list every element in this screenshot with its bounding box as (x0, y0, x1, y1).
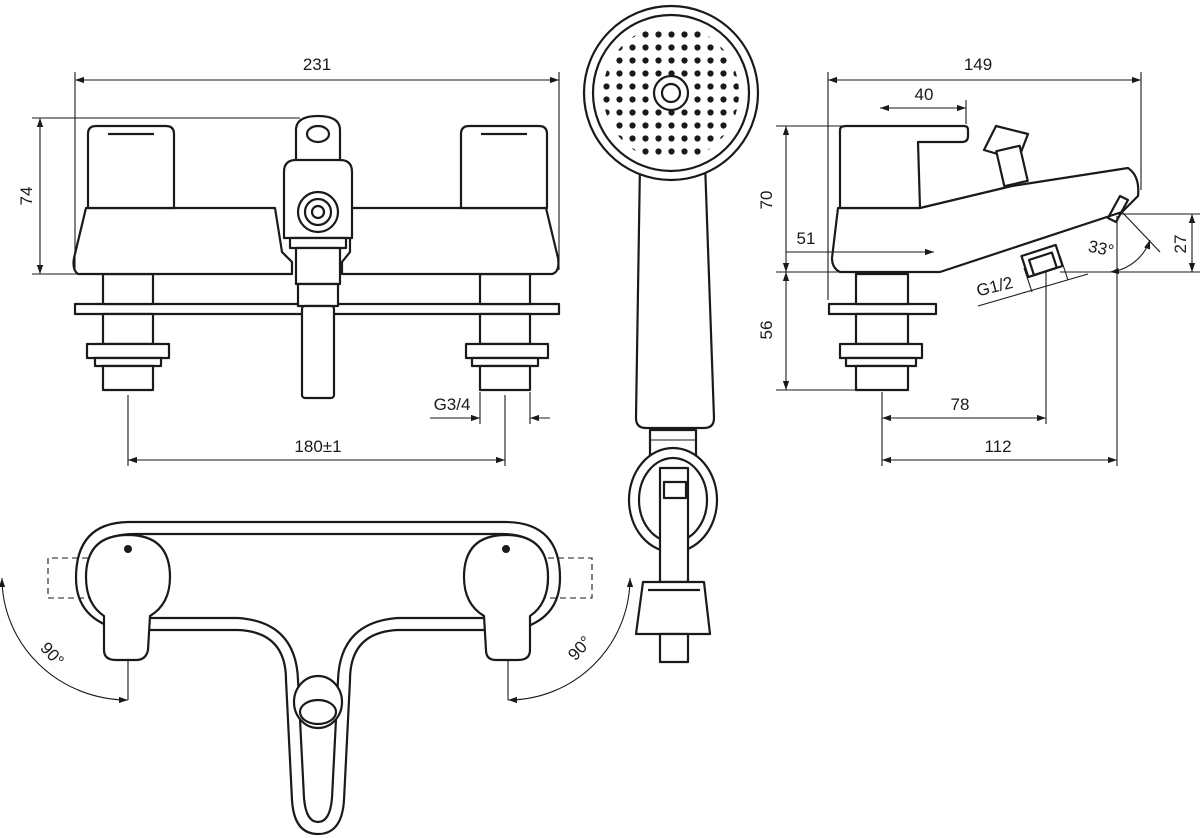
dim-149: 149 (964, 55, 992, 74)
front-view: 231 74 180±1 G3/4 (17, 55, 561, 466)
dim-g12: G1/2 (974, 273, 1014, 300)
dim-27: 27 (1171, 235, 1190, 254)
right-shank (478, 272, 532, 306)
dim-74: 74 (17, 187, 36, 206)
right-shank-lower (478, 312, 532, 346)
top-left-handle (84, 533, 172, 662)
right-nut (464, 342, 550, 360)
side-lever (838, 124, 970, 210)
dim-180: 180±1 (294, 437, 341, 456)
left-shank-lower (101, 312, 155, 346)
mixer-body (72, 206, 294, 276)
dim-g34: G3/4 (434, 395, 471, 414)
left-nut (85, 342, 171, 360)
side-deck-plate (827, 302, 938, 316)
dim-90-right: 90° (564, 632, 595, 664)
dim-40: 40 (915, 85, 934, 104)
right-nut-washer (470, 356, 540, 368)
dim-56: 56 (757, 321, 776, 340)
left-shank (101, 272, 155, 306)
hose-front (300, 304, 336, 400)
left-tail (101, 364, 155, 392)
dim-70: 70 (757, 191, 776, 210)
top-view: 90° 90° (0, 520, 634, 836)
left-handle (86, 124, 176, 210)
dim-33deg: 33° (1087, 237, 1116, 261)
left-nut-washer (93, 356, 163, 368)
hose-connector (288, 236, 348, 250)
dim-51: 51 (797, 229, 816, 248)
dim-231: 231 (303, 55, 331, 74)
bracket-holder (634, 580, 712, 636)
shower-handle (634, 161, 716, 430)
side-body (830, 166, 1140, 274)
top-right-handle (462, 533, 550, 662)
side-view: 149 40 70 51 56 78 112 27 33° (757, 55, 1200, 466)
mixer-body-right (340, 206, 560, 276)
right-handle (459, 124, 549, 210)
dim-78: 78 (951, 395, 970, 414)
top-diverter (292, 674, 344, 730)
dim-90-left: 90° (36, 638, 67, 670)
hand-shower (582, 4, 760, 664)
dim-112: 112 (984, 437, 1011, 456)
right-tail (478, 364, 532, 392)
